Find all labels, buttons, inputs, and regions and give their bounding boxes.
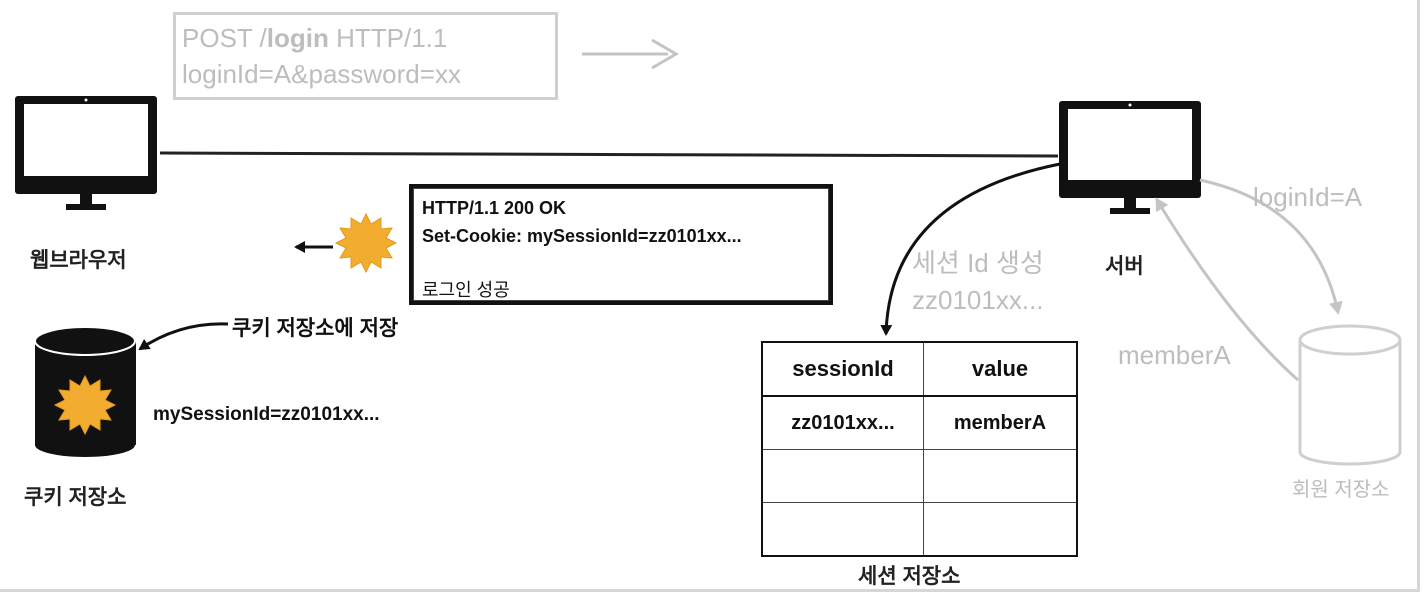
table-cell xyxy=(923,502,1078,557)
server-monitor-icon xyxy=(1059,101,1201,214)
http-request-box: POST /login HTTP/1.1 loginId=A&password=… xyxy=(173,12,558,100)
member-store-cylinder-icon xyxy=(1298,324,1402,466)
response-set-cookie-header: Set-Cookie: mySessionId=zz0101xx... xyxy=(422,226,742,246)
login-id-arrow xyxy=(1199,178,1343,315)
table-cell xyxy=(761,449,924,503)
response-body: 로그인 성공 xyxy=(422,280,510,300)
session-store-label: 세션 저장소 xyxy=(858,565,961,588)
browser-label: 웹브라우저 xyxy=(30,249,127,272)
login-id-label: loginId=A xyxy=(1253,182,1363,212)
table-header-row: sessionId value xyxy=(761,341,1078,397)
response-status-line: HTTP/1.1 200 OK xyxy=(422,198,567,218)
session-create-arrow xyxy=(880,162,1061,336)
member-store-label: 회원 저장소 xyxy=(1292,479,1390,501)
session-create-label: 세션 Id 생성 xyxy=(912,248,1044,278)
request-body: loginId=A&password=xx xyxy=(182,59,461,89)
table-cell xyxy=(923,449,1078,503)
member-label: memberA xyxy=(1118,340,1231,370)
browser-monitor-icon xyxy=(15,96,157,210)
request-path: login xyxy=(266,23,329,53)
cookie-value-label: mySessionId=zz0101xx... xyxy=(153,404,380,425)
cookie-store-label: 쿠키 저장소 xyxy=(24,486,127,509)
request-arrow xyxy=(582,38,679,70)
table-cell: zz0101xx... xyxy=(761,395,924,450)
table-row: zz0101xx... memberA xyxy=(761,395,1078,450)
request-method: POST / xyxy=(182,23,267,53)
store-in-cookie-label: 쿠키 저장소에 저장 xyxy=(232,317,399,340)
request-protocol: HTTP/1.1 xyxy=(328,23,448,53)
column-header-session-id: sessionId xyxy=(761,341,924,397)
session-id-value-label: zz0101xx... xyxy=(912,285,1044,315)
connection-line xyxy=(159,151,1059,158)
server-label: 서버 xyxy=(1105,255,1144,278)
session-store-table: sessionId value zz0101xx... memberA xyxy=(761,341,1078,557)
member-return-arrow xyxy=(1155,197,1299,382)
cookie-store-cylinder-icon xyxy=(34,326,136,457)
http-response-box: HTTP/1.1 200 OK Set-Cookie: mySessionId=… xyxy=(409,184,833,305)
table-row xyxy=(761,449,1078,503)
table-row xyxy=(761,502,1078,557)
table-cell: memberA xyxy=(923,395,1078,450)
store-cookie-arrow xyxy=(138,322,229,351)
cookie-icon xyxy=(334,212,398,274)
request-line: POST /login HTTP/1.1 xyxy=(182,23,447,54)
table-cell xyxy=(761,502,924,557)
column-header-value: value xyxy=(923,341,1078,397)
